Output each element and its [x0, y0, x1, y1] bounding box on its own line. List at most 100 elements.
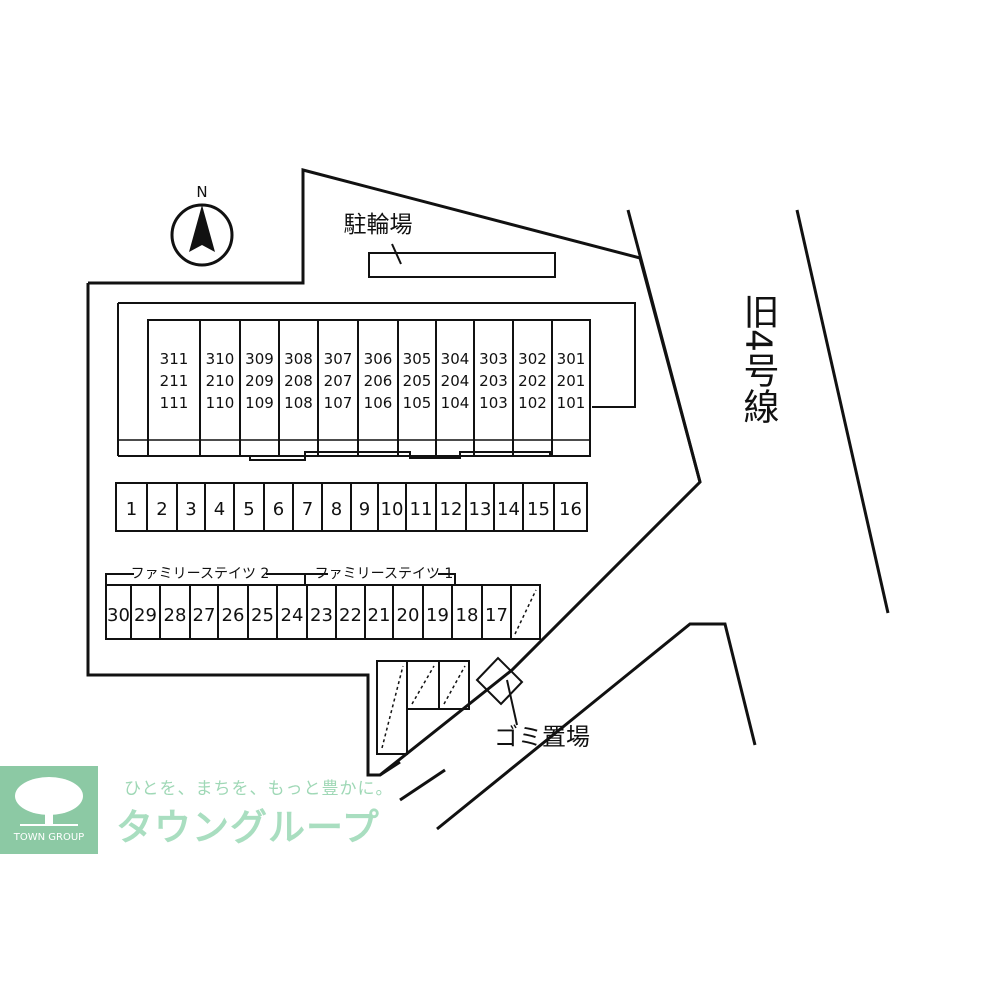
parking-space-number: 10 [381, 499, 404, 520]
parking-space-number: 24 [281, 605, 304, 626]
parking-space-empty [514, 589, 537, 635]
logo-tagline: ひとを、まちを、もっと豊かに。 [124, 779, 394, 799]
apartment-unit-column: 311 211 111 [147, 319, 201, 457]
garbage-area: ゴミ置場 [475, 656, 590, 751]
tree-icon [15, 777, 83, 826]
road-edge-west-upper [626, 209, 702, 483]
parking-space-number: 29 [134, 605, 157, 626]
apartment-unit-number: 210 [206, 372, 235, 390]
apartment-unit-number: 203 [479, 372, 508, 390]
apartment-unit-number: 111 [160, 394, 189, 412]
apartment-unit-number: 303 [479, 350, 508, 368]
parking-space-number: 6 [273, 499, 284, 520]
parking-space-number: 9 [359, 499, 370, 520]
town-group-logo [0, 766, 98, 854]
parking-space-number: 7 [302, 499, 313, 520]
apartment-unit-number: 108 [284, 394, 313, 412]
apartment-unit-column: 303 203 103 [473, 319, 514, 457]
apartment-building: 311 211 111 310 210 110 309 209 109 308 208 108 307 2… [117, 302, 636, 461]
apartment-unit-number: 101 [557, 394, 586, 412]
parking-space-number: 15 [527, 499, 550, 520]
north-label: N [196, 183, 207, 201]
parking-space-number: 12 [440, 499, 463, 520]
apartment-unit-number: 309 [245, 350, 274, 368]
bicycle-parking-label: 駐輪場 [344, 212, 413, 238]
apartment-unit-number: 205 [403, 372, 432, 390]
apartment-unit-number: 306 [364, 350, 393, 368]
road-edge-south-1 [379, 760, 401, 777]
parking-space-number: 27 [193, 605, 216, 626]
parking-space-number: 11 [410, 499, 433, 520]
garbage-label: ゴミ置場 [494, 723, 590, 751]
apartment-unit-number: 209 [245, 372, 274, 390]
parking-space-number: 25 [251, 605, 274, 626]
road-edge-sidestreet [436, 622, 757, 831]
parking-space-number: 5 [243, 499, 254, 520]
apartment-unit-number: 208 [284, 372, 313, 390]
north-arrow-icon: N [170, 183, 234, 267]
apartment-unit-column: 308 208 108 [278, 319, 319, 457]
apartment-unit-number: 104 [441, 394, 470, 412]
building-1-label: ファミリーステイツ 1 [315, 566, 454, 582]
apartment-unit-number: 102 [518, 394, 547, 412]
site-boundary [86, 168, 702, 777]
logo-company-short: TOWN GROUP [13, 832, 85, 843]
parking-space-number: 4 [214, 499, 225, 520]
building-2-label: ファミリーステイツ 2 [131, 566, 270, 582]
apartment-unit-number: 103 [479, 394, 508, 412]
side-parking [376, 660, 470, 755]
parking-space-number: 8 [331, 499, 342, 520]
apartment-unit-column: 304 204 104 [435, 319, 475, 457]
parking-space-number: 1 [126, 499, 137, 520]
parking-space-number: 3 [185, 499, 196, 520]
apartment-unit-number: 308 [284, 350, 313, 368]
parking-space-number: 22 [339, 605, 362, 626]
parking-space-number: 21 [368, 605, 391, 626]
apartment-unit-number: 211 [160, 372, 189, 390]
apartment-unit-number: 301 [557, 350, 586, 368]
parking-space-number: 13 [469, 499, 492, 520]
parking-space-number: 30 [107, 605, 130, 626]
apartment-unit-column: 305 205 105 [397, 319, 437, 457]
apartment-unit-number: 109 [245, 394, 274, 412]
parking-space-number: 2 [156, 499, 167, 520]
apartment-unit-column: 309 209 109 [239, 319, 280, 457]
parking-space-number: 20 [397, 605, 420, 626]
apartment-unit-number: 110 [206, 394, 235, 412]
parking-space-number: 28 [164, 605, 187, 626]
road-edge-south-2 [399, 768, 446, 802]
apartment-unit-number: 307 [324, 350, 353, 368]
parking-space-number: 23 [310, 605, 333, 626]
parking-space-number: 19 [426, 605, 449, 626]
apartment-unit-number: 304 [441, 350, 470, 368]
apartment-unit-number: 310 [206, 350, 235, 368]
apartment-unit-number: 302 [518, 350, 547, 368]
bicycle-parking [368, 252, 556, 278]
parking-space-number: 26 [222, 605, 245, 626]
apartment-unit-number: 106 [364, 394, 393, 412]
apartment-unit-number: 204 [441, 372, 470, 390]
apartment-unit-number: 207 [324, 372, 353, 390]
logo-brand-name: タウングループ [116, 806, 380, 849]
road-edge-east [795, 209, 890, 614]
parking-space-number: 16 [559, 499, 582, 520]
apartment-unit-column: 310 210 110 [199, 319, 241, 457]
apartment-unit-column: 307 207 107 [317, 319, 359, 457]
apartment-unit-number: 107 [324, 394, 353, 412]
apartment-unit-number: 202 [518, 372, 547, 390]
apartment-unit-number: 206 [364, 372, 393, 390]
apartment-unit-number: 311 [160, 350, 189, 368]
parking-space-number: 14 [497, 499, 520, 520]
road-label: 旧4号線 [738, 293, 779, 424]
parking-space-number: 17 [485, 605, 508, 626]
apartment-unit-column: 301 201 101 [551, 319, 591, 457]
apartment-unit-number: 201 [557, 372, 586, 390]
apartment-unit-number: 305 [403, 350, 432, 368]
apartment-unit-number: 105 [403, 394, 432, 412]
apartment-unit-column: 306 206 106 [357, 319, 399, 457]
apartment-unit-column: 302 202 102 [512, 319, 553, 457]
parking-space-number: 18 [456, 605, 479, 626]
